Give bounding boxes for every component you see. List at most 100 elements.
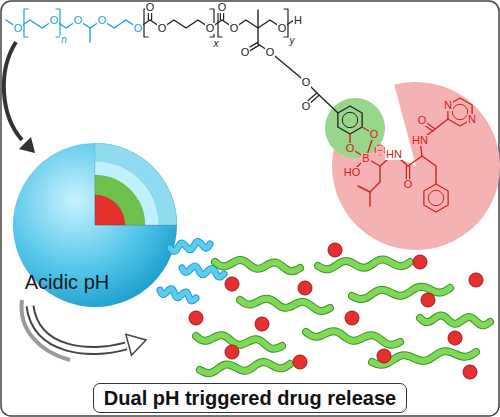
drug-molecule [413, 255, 427, 269]
aromatic-circle [342, 112, 357, 127]
polymer-fragment-outline [352, 287, 450, 299]
drug-molecule [328, 243, 342, 257]
atom-label: O [145, 2, 156, 13]
atom-label: O [240, 47, 251, 58]
polymer-fragment-outline [318, 259, 410, 269]
micelle-layer [95, 143, 177, 225]
atom-label: O [97, 15, 108, 26]
atom-label: O [13, 23, 24, 34]
polymer-fragment [318, 259, 410, 269]
polymer-fragment-outline [420, 315, 490, 325]
arrow-head [20, 138, 34, 152]
atom-label: O [417, 115, 428, 126]
assembly-arrow [4, 42, 22, 140]
polymer-fragment-outline [200, 362, 290, 373]
aromatic-circle [452, 104, 467, 119]
atom-label: O [205, 23, 216, 34]
aromatic-ring [424, 184, 448, 212]
repeat-subscript: n [60, 35, 68, 45]
drug-molecule [189, 311, 203, 325]
micelle-layer [95, 161, 159, 225]
polymer-fragment [352, 287, 450, 299]
atom-label: O [403, 179, 414, 190]
micelle-layer [95, 195, 125, 225]
atom-label: HN [411, 135, 429, 146]
polymer-fragment [170, 241, 210, 251]
charge-ring [375, 145, 385, 155]
aromatic-circle [428, 190, 443, 205]
release-arrow-grey [22, 300, 70, 360]
drug-molecule [293, 355, 307, 369]
drug-molecule [298, 281, 312, 295]
atom-label: N [443, 100, 453, 111]
atom-label: O [73, 15, 84, 26]
polymer-fragment-outline [240, 299, 330, 311]
drug-molecule [421, 293, 435, 307]
leucine-side-chain [358, 186, 370, 192]
atom-label: O [133, 23, 144, 34]
polymer-fragment-outline [306, 331, 400, 345]
polymer-fragment-outline [196, 335, 282, 349]
atom-label: O [345, 143, 356, 154]
micelle-layer [95, 175, 145, 225]
atom-label: HO [343, 167, 362, 178]
repeat-bracket [144, 9, 148, 37]
atom-label: HN [385, 149, 403, 160]
double-bond [249, 45, 259, 51]
drug-molecule [463, 365, 477, 379]
atom-label: O [157, 23, 168, 34]
polymer-fragment [306, 331, 400, 345]
atom-label: O [265, 47, 276, 58]
ester-bond [257, 28, 258, 44]
atom-label: O [229, 23, 240, 34]
phenylalanine-side-chain [422, 156, 436, 184]
release-arrow-outline [30, 306, 126, 350]
polymer-fragment [215, 260, 300, 271]
polymer-fragment [200, 362, 290, 373]
polymer-fragment [160, 289, 196, 301]
atom-label: − [376, 146, 383, 155]
release-arrow [30, 306, 126, 350]
polymer-fragment [420, 315, 490, 325]
atom-label: N [467, 114, 477, 125]
leucine-side-chain [370, 166, 380, 206]
atom-label: O [301, 77, 312, 88]
atom-label: O [217, 2, 228, 13]
drug-molecule [377, 349, 391, 363]
arrow-head [126, 334, 146, 355]
atom-label: O [277, 23, 288, 34]
drug-molecule [469, 273, 483, 287]
polymer-fragment [240, 299, 330, 311]
condition-label: Acidic pH [24, 272, 110, 292]
drug-molecule [448, 331, 462, 345]
micelle-shell [13, 143, 177, 307]
polymer-fragment-outline [215, 260, 300, 271]
repeat-subscript: y [289, 36, 296, 46]
atom-label: B [361, 153, 370, 164]
drug-molecule [225, 345, 239, 359]
boronate-region [325, 98, 385, 158]
drug-molecule [255, 317, 269, 331]
atom-label: O [49, 15, 60, 26]
title-banner: Dual pH triggered drug release [93, 383, 407, 413]
drug-molecule [225, 277, 239, 291]
double-bond [310, 95, 319, 103]
methyl [257, 10, 258, 28]
polymer-fragment [196, 335, 282, 349]
atom-label: H [293, 15, 303, 26]
aromatic-ring [338, 106, 362, 134]
drug-molecule [345, 311, 359, 325]
peptide-backbone [366, 119, 448, 166]
atom-label: O [301, 101, 312, 112]
repeat-subscript: x [213, 39, 220, 49]
acetal-methyl [89, 28, 90, 42]
repeat-bracket [218, 9, 222, 37]
atom-label: O [369, 129, 380, 140]
linker-chain [258, 44, 338, 113]
repeat-bracket [24, 9, 28, 37]
polymer-fragment-outline [170, 241, 210, 251]
polymer-fragment-outline [160, 289, 196, 301]
